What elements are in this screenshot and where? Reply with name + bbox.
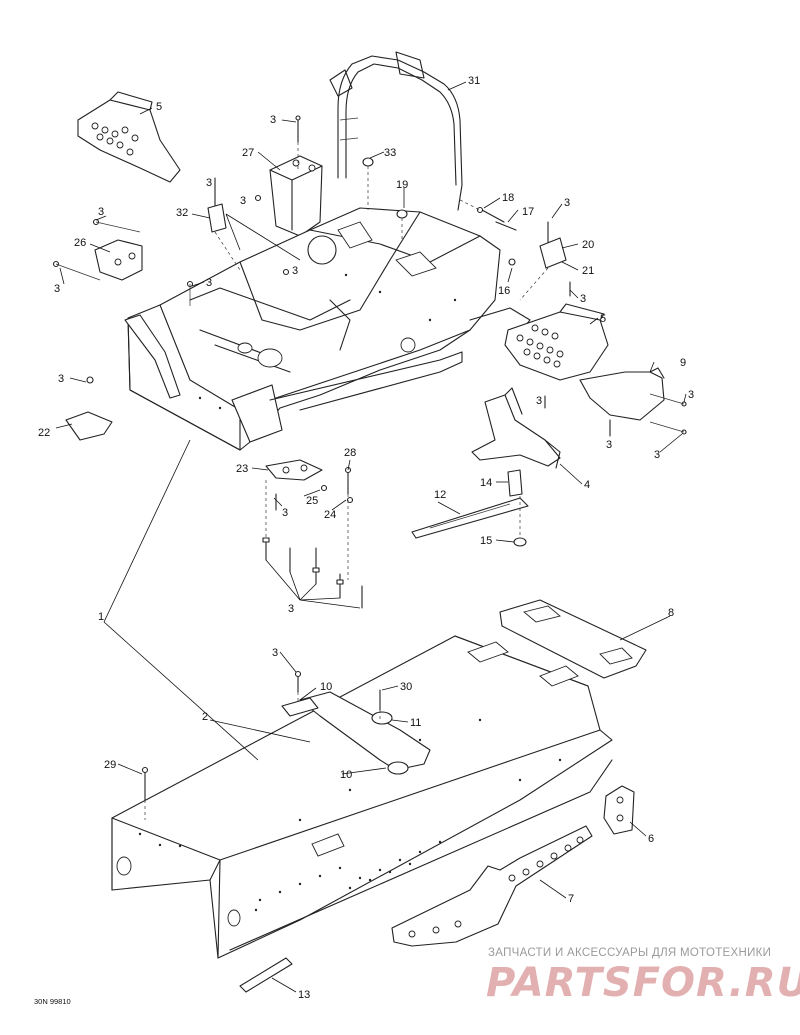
callout-3-m: 3 xyxy=(292,265,298,277)
callout-3-f: 3 xyxy=(606,439,612,451)
callout-25: 25 xyxy=(306,495,318,507)
callout-5-top: 5 xyxy=(156,101,162,113)
callout-3-i: 3 xyxy=(206,177,212,189)
callout-15: 15 xyxy=(480,535,492,547)
tunnel-plate-part-8 xyxy=(499,599,647,679)
plate-part-6 xyxy=(603,785,635,835)
callout-5-right: 5 xyxy=(600,313,606,325)
front-support-part-4 xyxy=(471,387,561,469)
callout-26: 26 xyxy=(74,237,86,249)
rod-part-13 xyxy=(239,957,293,993)
callout-30: 30 xyxy=(400,681,412,693)
callout-24: 24 xyxy=(324,509,336,521)
watermark-top-text: ЗАПЧАСТИ И АКСЕССУАРЫ ДЛЯ МОТОТЕХНИКИ xyxy=(488,947,771,959)
tunnel-part-2 xyxy=(111,635,613,959)
callout-3-g: 3 xyxy=(654,449,660,461)
callout-20: 20 xyxy=(582,239,594,251)
callout-22: 22 xyxy=(38,427,50,439)
callout-12: 12 xyxy=(434,489,446,501)
assembly-lines xyxy=(144,142,549,820)
reinforcement-bar-part-12 xyxy=(411,497,529,539)
bracket-part-23 xyxy=(265,459,323,481)
main-frame-part-1 xyxy=(124,207,531,451)
bolt-set-part-3 xyxy=(262,537,363,609)
callout-14: 14 xyxy=(480,477,492,489)
callout-33: 33 xyxy=(384,147,396,159)
callout-3-a: 3 xyxy=(270,114,276,126)
rail-part-7 xyxy=(391,825,593,947)
callout-3-l: 3 xyxy=(206,277,212,289)
callout-3-h: 3 xyxy=(240,195,246,207)
footrest-bracket-right-part-5 xyxy=(504,303,609,381)
cross-member-part-11 xyxy=(281,691,431,775)
callout-7: 7 xyxy=(568,893,574,905)
watermark: ЗАПЧАСТИ И АКСЕССУАРЫ ДЛЯ МОТОТЕХНИКИ PA… xyxy=(486,947,800,1006)
leader-lines xyxy=(55,81,687,993)
callout-3-d: 3 xyxy=(688,389,694,401)
callout-10-top: 10 xyxy=(320,681,332,693)
bracket-part-26 xyxy=(94,239,143,281)
callout-19: 19 xyxy=(396,179,408,191)
callout-13: 13 xyxy=(298,989,310,1001)
callout-labels: 5 3 27 33 31 19 18 17 3 20 21 16 3 5 9 3… xyxy=(38,75,694,1001)
callout-31: 31 xyxy=(468,75,480,87)
steering-support-part-27 xyxy=(269,155,323,237)
callout-3-q: 3 xyxy=(272,647,278,659)
callout-3-b: 3 xyxy=(564,197,570,209)
callout-3-c: 3 xyxy=(580,293,586,305)
callout-29: 29 xyxy=(104,759,116,771)
callout-9: 9 xyxy=(680,357,686,369)
callout-23: 23 xyxy=(236,463,248,475)
callout-11: 11 xyxy=(410,717,421,729)
callout-18: 18 xyxy=(502,192,514,204)
callout-3-k: 3 xyxy=(54,283,60,295)
steering-handle-part-31 xyxy=(329,51,463,211)
plate-part-22 xyxy=(65,411,113,441)
callout-4: 4 xyxy=(584,479,590,491)
callout-28: 28 xyxy=(344,447,356,459)
callout-3-e: 3 xyxy=(536,395,542,407)
callout-27: 27 xyxy=(242,147,254,159)
callout-3-n: 3 xyxy=(58,373,64,385)
callout-3-p: 3 xyxy=(288,603,294,615)
callout-21: 21 xyxy=(582,265,594,277)
callout-6: 6 xyxy=(648,833,654,845)
callout-17: 17 xyxy=(522,206,534,218)
footrest-bracket-left-part-5 xyxy=(77,91,181,183)
side-bracket-part-9 xyxy=(579,367,665,421)
drawing-code: 30N 99810 xyxy=(34,997,71,1006)
callout-10-bottom: 10 xyxy=(340,769,352,781)
callout-2: 2 xyxy=(202,711,208,723)
callout-32: 32 xyxy=(176,207,188,219)
watermark-logo: PARTSFOR.RU xyxy=(486,960,800,1006)
callout-1: 1 xyxy=(98,611,104,623)
callout-8: 8 xyxy=(668,607,674,619)
callout-3-o: 3 xyxy=(282,507,288,519)
callout-16: 16 xyxy=(498,285,510,297)
callout-3-j: 3 xyxy=(98,206,104,218)
